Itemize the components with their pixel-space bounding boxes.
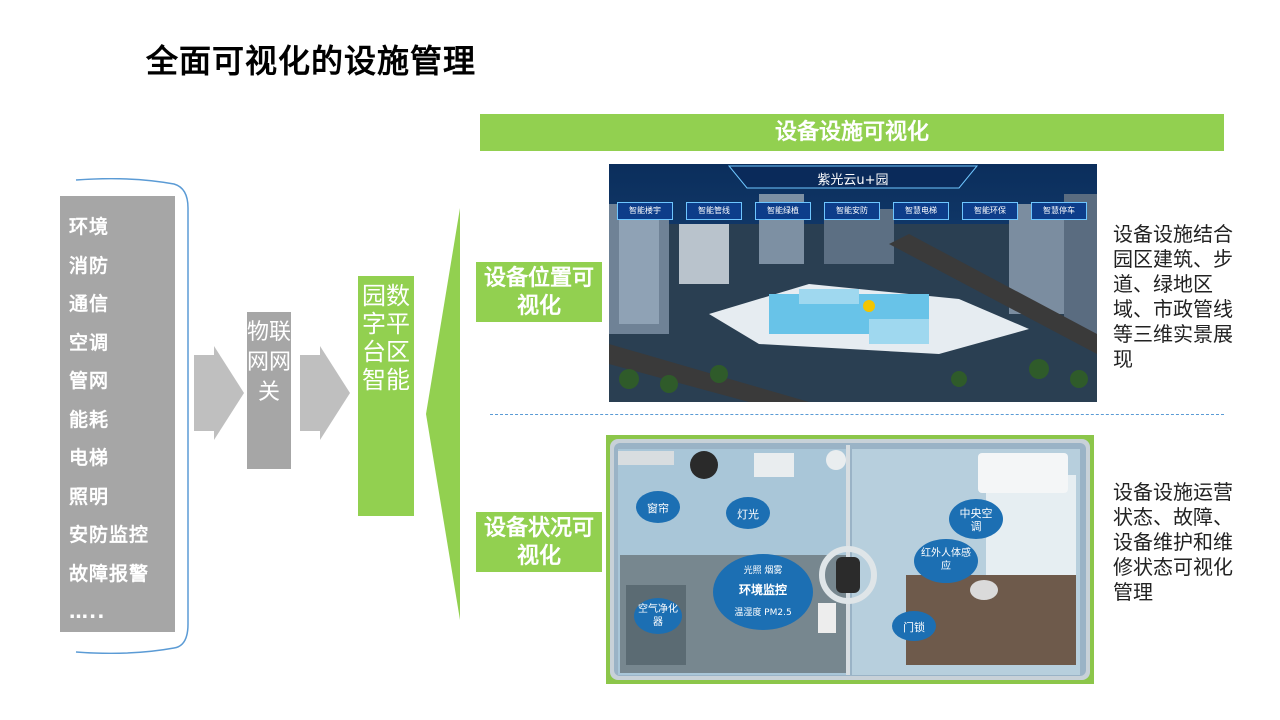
bubble-infrared-sensor: 红外人体感应 bbox=[918, 547, 974, 573]
tab-smart-parking[interactable]: 智慧停车 bbox=[1031, 202, 1087, 220]
list-item: 故障报警 bbox=[69, 555, 175, 594]
position-vis-description: 设备设施结合园区建筑、步道、绿地区域、市政管线等三维实景展现 bbox=[1113, 222, 1233, 372]
flow-arrow-body bbox=[194, 355, 214, 431]
system-list-panel: 环境 消防 通信 空调 管网 能耗 电梯 照明 安防监控 故障报警 ….. bbox=[60, 196, 175, 632]
section-header: 设备设施可视化 bbox=[480, 114, 1224, 151]
section-divider bbox=[490, 414, 1224, 415]
bubble-env-light-smoke: 光照 烟雾 bbox=[726, 563, 800, 576]
flow-arrow-body bbox=[300, 355, 320, 431]
position-vis-label: 设备位置可视化 bbox=[476, 262, 602, 322]
tab-smart-building[interactable]: 智能楼宇 bbox=[617, 202, 673, 220]
park-3d-view-image: 紫光云u+园 智能楼宇 智能管线 智能绿植 智能安防 智慧电梯 智能环保 智慧停… bbox=[609, 164, 1097, 402]
list-item: 照明 bbox=[69, 478, 175, 517]
bubble-air-purifier: 空气净化器 bbox=[638, 603, 678, 629]
tab-smart-green[interactable]: 智能绿植 bbox=[755, 202, 811, 220]
bubble-light: 灯光 bbox=[726, 506, 770, 522]
tab-smart-environment[interactable]: 智能环保 bbox=[962, 202, 1018, 220]
list-item: ….. bbox=[69, 593, 175, 632]
bubble-curtain: 窗帘 bbox=[636, 500, 680, 516]
page-title: 全面可视化的设施管理 bbox=[146, 36, 476, 82]
bubble-env-monitor: 环境监控 bbox=[726, 581, 800, 598]
flow-arrow-head bbox=[214, 346, 244, 440]
funnel-shape bbox=[426, 208, 466, 620]
list-item: 消防 bbox=[69, 247, 175, 286]
smart-park-platform-box: 园数字平台区智能 bbox=[358, 276, 414, 516]
bubble-central-ac: 中央空调 bbox=[956, 507, 996, 533]
list-item: 安防监控 bbox=[69, 516, 175, 555]
tab-smart-security[interactable]: 智能安防 bbox=[824, 202, 880, 220]
office-device-status-image: 窗帘 灯光 中央空调 红外人体感应 光照 烟雾 环境监控 温湿度 PM2.5 空… bbox=[606, 435, 1094, 684]
list-item: 空调 bbox=[69, 324, 175, 363]
tab-smart-pipeline[interactable]: 智能管线 bbox=[686, 202, 742, 220]
screen-title: 紫光云u+园 bbox=[759, 169, 947, 188]
list-item: 管网 bbox=[69, 362, 175, 401]
tab-smart-elevator[interactable]: 智慧电梯 bbox=[893, 202, 949, 220]
list-item: 通信 bbox=[69, 285, 175, 324]
iot-gateway-box: 物联网网关 bbox=[247, 312, 291, 469]
bubble-door-lock: 门锁 bbox=[896, 619, 932, 635]
list-item: 电梯 bbox=[69, 439, 175, 478]
flow-arrow-head bbox=[320, 346, 350, 440]
list-item: 能耗 bbox=[69, 401, 175, 440]
status-vis-label: 设备状况可视化 bbox=[476, 512, 602, 572]
list-item: 环境 bbox=[69, 208, 175, 247]
status-vis-description: 设备设施运营状态、故障、设备维护和维修状态可视化管理 bbox=[1113, 480, 1233, 605]
bubble-env-temp-pm: 温湿度 PM2.5 bbox=[724, 605, 802, 618]
